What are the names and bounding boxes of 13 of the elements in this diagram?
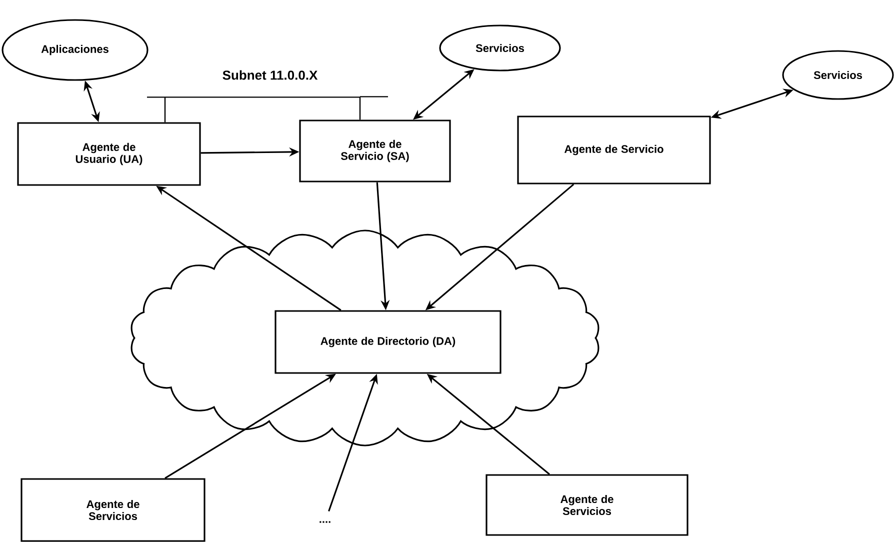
ellipse-node: Aplicaciones — [2, 19, 148, 81]
agent-box: Agente de Usuario (UA) — [17, 122, 201, 186]
agent-box: Agente de Servicio (SA) — [299, 120, 451, 182]
edge-label: Subnet 11.0.0.X — [222, 70, 318, 80]
ellipse-node: Servicios — [782, 50, 894, 100]
agent-box: Agente de Directorio (DA) — [274, 310, 502, 374]
network-cloud — [130, 230, 600, 446]
ellipse-node: Servicios — [439, 24, 561, 72]
agent-box: Agente de Servicio — [517, 116, 711, 184]
ellipsis-text: .... — [320, 521, 330, 523]
agent-box: Agente de Servicios — [486, 474, 688, 536]
agent-box: Agente de Servicios — [20, 478, 206, 542]
subnet-bus — [146, 96, 389, 123]
